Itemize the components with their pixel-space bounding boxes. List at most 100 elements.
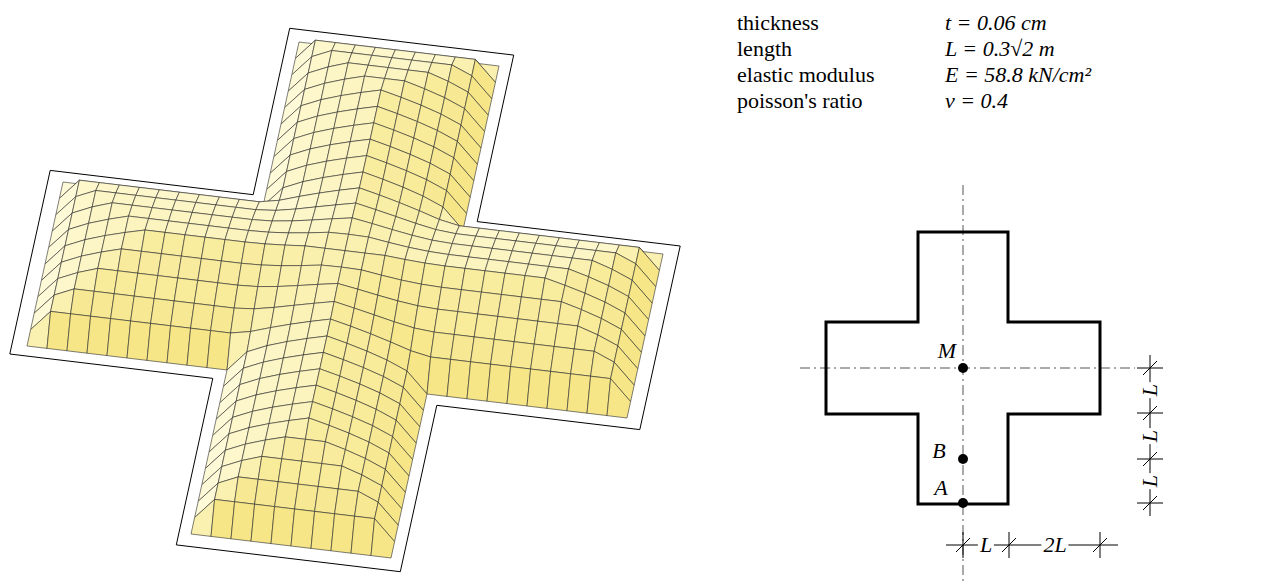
mesh-cell: [282, 437, 306, 461]
mesh-cell: [295, 484, 319, 511]
mesh-cell: [607, 379, 631, 418]
mesh-cell: [458, 290, 482, 314]
mesh-cell: [214, 283, 238, 308]
mesh-cell: [547, 371, 571, 410]
mesh-cell: [207, 331, 231, 370]
mesh-cell: [322, 442, 346, 466]
mesh-cell: [91, 291, 115, 318]
ground-outline: [10, 28, 680, 571]
parameter-name: poisson's ratio: [737, 88, 863, 114]
mesh-cell: [302, 439, 326, 463]
dimension-label: L: [1139, 473, 1161, 489]
mesh-cell: [431, 332, 455, 359]
mesh-cell: [365, 237, 389, 255]
mesh-cell: [74, 268, 98, 291]
mesh-cell: [329, 218, 353, 234]
mesh-cell: [461, 268, 485, 292]
mesh-cell: [318, 464, 342, 489]
mesh-cell: [467, 362, 491, 401]
mesh-cell: [238, 263, 262, 286]
mesh-cell: [231, 502, 255, 541]
mesh-cell: [121, 230, 145, 251]
mesh-cell: [261, 244, 285, 266]
dimension-label: L: [1139, 428, 1161, 444]
mesh-cell: [67, 314, 91, 353]
mesh-cell: [309, 219, 333, 233]
dimension-label: L: [978, 534, 994, 556]
mesh-cell: [571, 349, 595, 376]
mesh-cell: [235, 477, 259, 504]
parameter-name: length: [737, 36, 792, 62]
membrane-mesh: [10, 28, 680, 571]
mesh-cell: [211, 306, 235, 333]
mesh-cell: [255, 479, 279, 506]
mesh-cell: [298, 461, 322, 486]
mesh-cell: [201, 237, 225, 261]
mesh-cell: [174, 278, 198, 303]
mesh-cell: [271, 507, 295, 546]
mesh-cell: [191, 303, 215, 330]
mesh-cell: [291, 509, 315, 548]
mesh-cell: [414, 306, 438, 332]
mesh-cell: [418, 284, 442, 309]
mesh-cell: [256, 200, 280, 210]
mesh-cell: [127, 321, 151, 360]
mesh-cell: [531, 344, 555, 371]
mesh-cell: [301, 246, 325, 266]
mesh-cell: [107, 319, 131, 358]
mesh-cell: [478, 292, 502, 316]
mesh-cell: [305, 418, 329, 442]
point-label: B: [932, 440, 945, 462]
mesh-cell: [154, 276, 178, 301]
mesh-cell: [321, 248, 345, 267]
mesh-cell: [181, 235, 205, 259]
mesh-cell: [71, 289, 95, 316]
mesh-cell: [511, 342, 535, 369]
mesh-cell: [587, 376, 611, 415]
mesh-cell: [289, 220, 313, 233]
mesh-cell: [198, 259, 222, 283]
dimension-label: 2L: [1041, 534, 1068, 556]
mesh-cell: [87, 316, 111, 355]
mesh-cell: [114, 271, 138, 296]
mesh-cell: [211, 499, 235, 538]
mesh-cell: [221, 240, 245, 264]
parameter-value: ν = 0.4: [945, 88, 1008, 114]
mesh-cell: [278, 266, 302, 287]
mesh-cell: [191, 499, 215, 536]
mesh-cell: [318, 265, 342, 284]
mesh-cell: [421, 263, 445, 287]
mesh-cell: [481, 271, 505, 295]
mesh-cell: [311, 511, 335, 550]
parameter-value: t = 0.06 cm: [945, 10, 1047, 36]
mesh-cell: [138, 251, 162, 275]
mesh-cell: [141, 230, 165, 254]
mesh-cell: [451, 335, 475, 362]
dimension-label: L: [1139, 382, 1161, 398]
mesh-cell: [111, 294, 135, 321]
mesh-cell: [351, 516, 375, 555]
mesh-cell: [265, 232, 289, 245]
mesh-cell: [194, 280, 218, 305]
mesh-cell: [238, 456, 262, 479]
mesh-cell: [262, 437, 286, 459]
mesh-cell: [541, 278, 565, 302]
parameter-name: elastic modulus: [737, 62, 874, 88]
point-dot: [958, 363, 968, 373]
parameter-value: L = 0.3√2 m: [945, 36, 1055, 62]
mesh-cell: [527, 369, 551, 408]
mesh-cell: [98, 249, 122, 271]
point-label: M: [938, 340, 956, 362]
mesh-cell: [538, 299, 562, 323]
mesh-cell: [315, 487, 339, 514]
mesh-cell: [252, 210, 276, 221]
mesh-cell: [215, 477, 239, 502]
dimension-line: [946, 545, 1118, 546]
mesh-cell: [427, 357, 451, 396]
mesh-cell: [187, 328, 211, 367]
mesh-cell: [305, 232, 329, 248]
mesh-cell: [94, 268, 118, 293]
mesh-cell: [269, 221, 293, 233]
mesh-cell: [338, 466, 362, 491]
